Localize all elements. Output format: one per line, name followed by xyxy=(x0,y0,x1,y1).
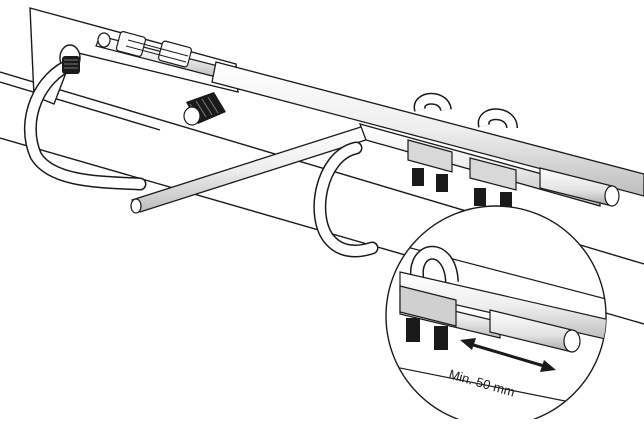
wire-clip-1 xyxy=(407,92,453,192)
turnbuckle xyxy=(95,31,227,79)
wire-rod-upper xyxy=(211,61,644,197)
threaded-stud xyxy=(183,92,226,126)
u-bolt-thread-left xyxy=(62,56,80,74)
min-distance-arrow xyxy=(460,338,556,372)
wire-end-sleeve xyxy=(539,167,620,207)
wire-clip-2 xyxy=(469,108,518,210)
detail-callout: Min. 50 mm xyxy=(385,205,607,424)
